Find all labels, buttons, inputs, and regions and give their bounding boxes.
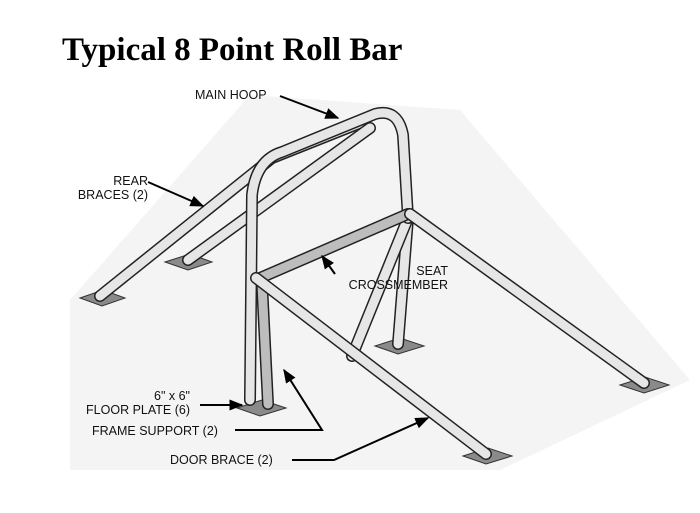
label-rear-braces-line1: REAR	[113, 174, 148, 188]
label-seat-crossmember-line1: SEAT	[416, 264, 448, 278]
leader-seat-crossmember	[321, 254, 336, 275]
rear-brace-right	[182, 122, 376, 266]
label-frame-support: FRAME SUPPORT (2)	[92, 424, 218, 438]
main-hoop	[244, 107, 414, 406]
frame-support	[256, 278, 274, 410]
door-brace-left	[250, 272, 492, 460]
diagonal-brace	[346, 212, 414, 362]
label-seat-crossmember-line2: CROSSMEMBER	[348, 278, 448, 292]
rear-down-tube-right	[392, 212, 414, 350]
label-rear-braces: REAR BRACES (2)	[60, 174, 148, 202]
door-brace-right	[404, 208, 650, 389]
label-floor-plate-line1: 6" x 6"	[154, 389, 190, 403]
tubes	[94, 107, 650, 460]
leader-main-hoop	[279, 95, 340, 119]
leader-frame-support	[235, 368, 324, 431]
diagram-title: Typical 8 Point Roll Bar	[62, 32, 403, 68]
leader-rear-braces	[147, 181, 205, 207]
label-seat-crossmember: SEAT CROSSMEMBER	[330, 264, 448, 292]
label-floor-plate: 6" x 6" FLOOR PLATE (6)	[60, 389, 190, 417]
label-rear-braces-line2: BRACES (2)	[77, 188, 148, 202]
label-door-brace: DOOR BRACE (2)	[170, 453, 273, 467]
leader-door-brace	[292, 417, 430, 461]
label-main-hoop: MAIN HOOP	[195, 88, 267, 102]
label-floor-plate-line2: FLOOR PLATE (6)	[86, 403, 190, 417]
seat-crossmember	[254, 208, 414, 284]
leader-lines	[147, 95, 430, 461]
